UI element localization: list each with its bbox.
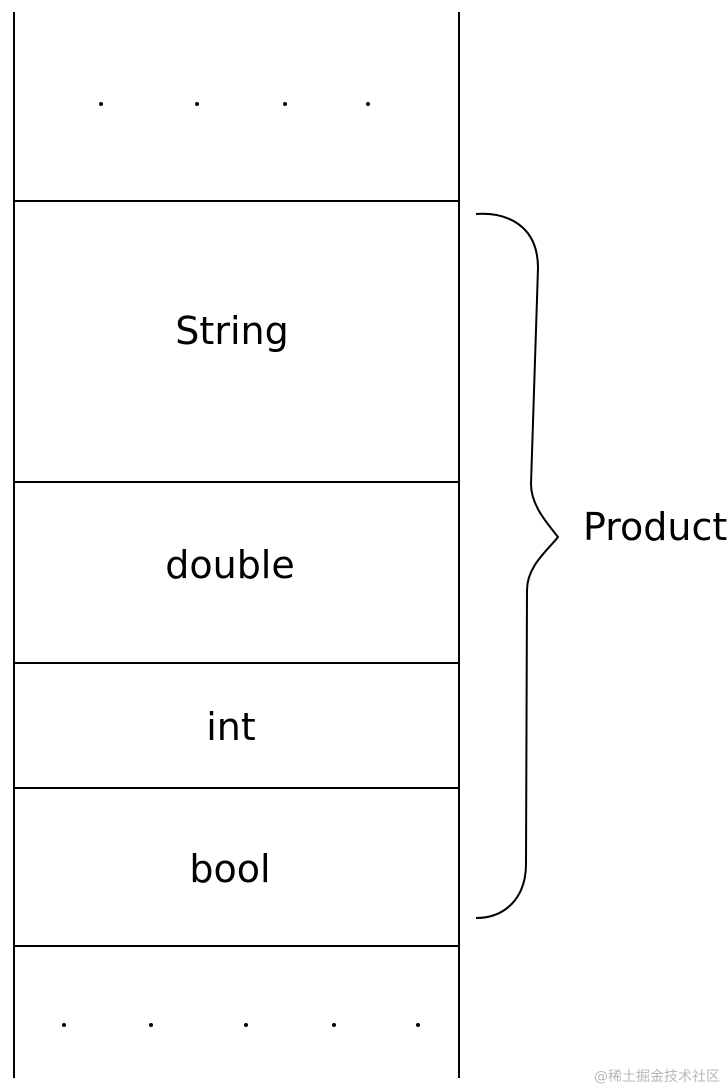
watermark: @稀土掘金技术社区 bbox=[594, 1069, 720, 1085]
ellipsis-dot bbox=[244, 1023, 248, 1027]
field-double-label: double bbox=[165, 543, 295, 587]
field-string-label: String bbox=[175, 309, 288, 353]
curly-brace bbox=[475, 212, 560, 919]
brace-label: Product bbox=[583, 505, 727, 549]
ellipsis-dot bbox=[366, 102, 370, 106]
ellipsis-dot bbox=[416, 1023, 420, 1027]
ellipsis-dot bbox=[283, 102, 287, 106]
ellipsis-dot bbox=[332, 1023, 336, 1027]
field-int-label: int bbox=[206, 705, 256, 749]
ellipsis-dot bbox=[149, 1023, 153, 1027]
bottom-ellipsis bbox=[62, 1023, 420, 1027]
field-bool-label: bool bbox=[189, 847, 270, 891]
ellipsis-dot bbox=[62, 1023, 66, 1027]
ellipsis-dot bbox=[99, 102, 103, 106]
ellipsis-dot bbox=[195, 102, 199, 106]
top-ellipsis bbox=[99, 102, 370, 106]
